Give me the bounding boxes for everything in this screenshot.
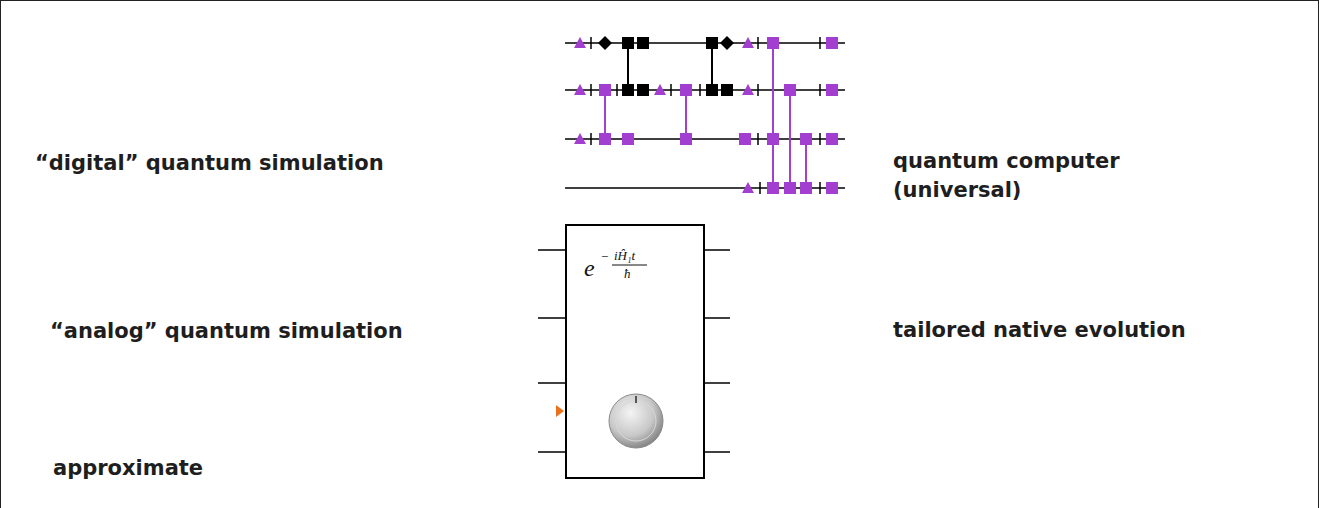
row-label: “digital” quantum simulation: [35, 149, 384, 178]
note-label: approximate: [53, 454, 203, 483]
formula-denominator: ħ: [624, 267, 631, 281]
analog-evolution-box: [538, 225, 730, 478]
fraction-bar: [612, 265, 647, 266]
formula-base: e: [584, 254, 595, 282]
pointer-triangle: [556, 405, 564, 417]
control-knob: [609, 394, 663, 448]
row-description: tailored native evolution: [893, 316, 1186, 345]
frame-line: [1318, 0, 1319, 508]
frame-line: [0, 0, 1, 508]
quantum-circuit: [565, 36, 845, 194]
formula-sign: −: [601, 250, 608, 264]
row-description: quantum computer (universal): [893, 147, 1143, 205]
formula-numerator: iĤ₁t: [614, 249, 635, 263]
frame-line: [0, 0, 1319, 1]
row-label: “analog” quantum simulation: [50, 317, 403, 346]
